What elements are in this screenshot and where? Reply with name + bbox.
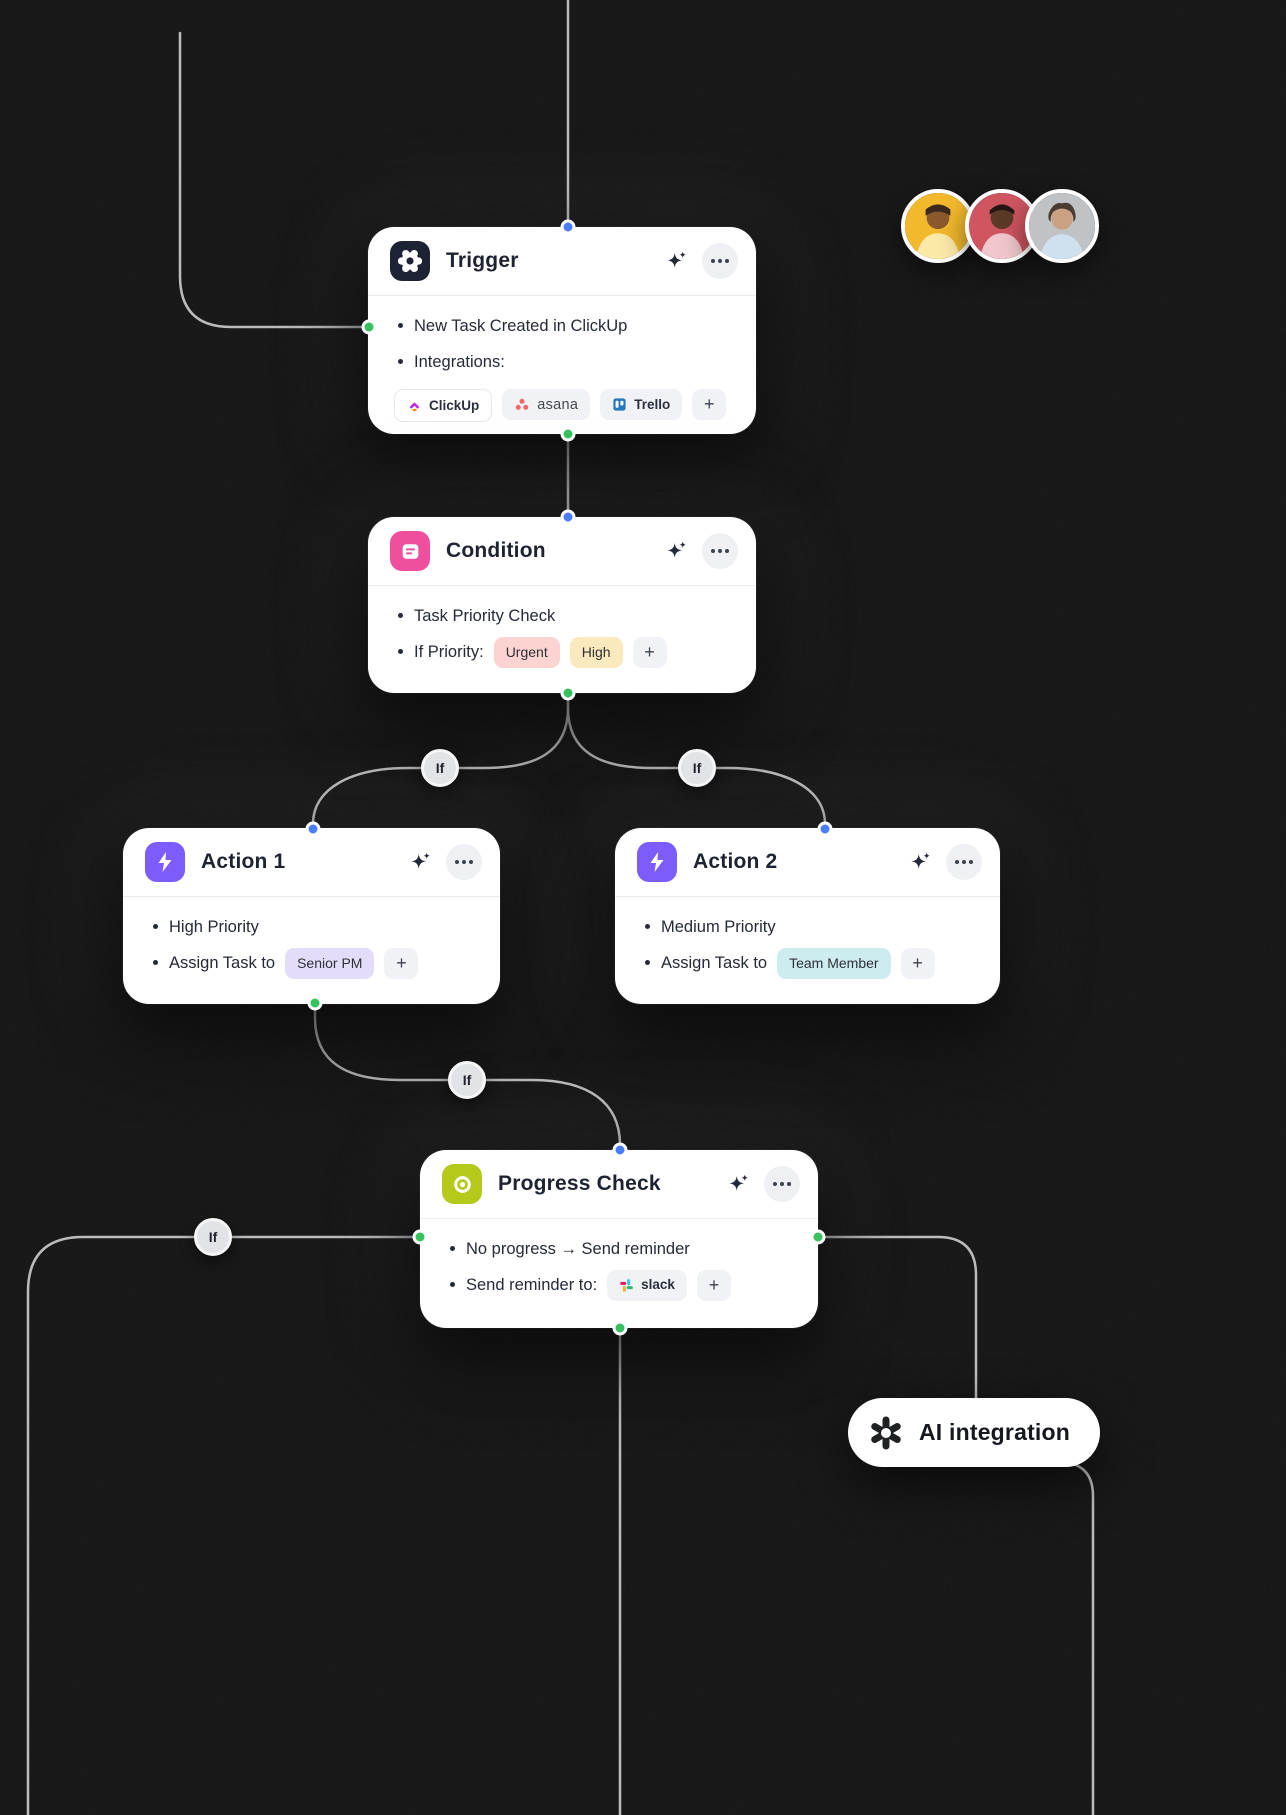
port-out-progress-bottom[interactable] bbox=[612, 1320, 628, 1336]
port-out-condition[interactable] bbox=[560, 685, 576, 701]
trigger-item: New Task Created in ClickUp bbox=[392, 308, 732, 344]
more-options-button[interactable] bbox=[446, 844, 482, 880]
add-assignee-button[interactable]: + bbox=[900, 947, 935, 979]
port-out-trigger-bottom[interactable] bbox=[560, 426, 576, 442]
trigger-item: Integrations: bbox=[392, 344, 732, 380]
port-out-action1[interactable] bbox=[307, 995, 323, 1011]
port-in-condition[interactable] bbox=[560, 509, 576, 525]
action1-body: High Priority Assign Task to Senior PM + bbox=[123, 897, 500, 999]
priority-chip-urgent[interactable]: Urgent bbox=[493, 636, 560, 668]
trigger-header-actions bbox=[658, 243, 738, 279]
port-in-action1[interactable] bbox=[305, 821, 321, 837]
assignee-chip-team-member[interactable]: Team Member bbox=[777, 947, 891, 979]
trello-chip[interactable]: Trello bbox=[600, 389, 683, 420]
more-options-button[interactable] bbox=[702, 533, 738, 569]
port-out-trigger-left[interactable] bbox=[361, 319, 377, 335]
ai-sparkle-button[interactable] bbox=[658, 533, 694, 569]
action1-node[interactable]: Action 1 High Priority Assign Task to Se… bbox=[123, 828, 500, 1004]
port-in-action2[interactable] bbox=[817, 821, 833, 837]
action1-item: Assign Task to Senior PM + bbox=[147, 945, 476, 981]
trello-logo bbox=[613, 398, 626, 411]
priority-chip-high[interactable]: High bbox=[569, 636, 623, 668]
progress-check-node[interactable]: Progress Check No progress → Send remind… bbox=[420, 1150, 818, 1328]
action1-title: Action 1 bbox=[201, 850, 286, 873]
action2-body: Medium Priority Assign Task to Team Memb… bbox=[615, 897, 1000, 999]
note-icon bbox=[390, 531, 430, 571]
slack-logo bbox=[620, 1278, 634, 1292]
assignee-chip-senior-pm[interactable]: Senior PM bbox=[285, 947, 375, 979]
add-assignee-button[interactable]: + bbox=[384, 947, 419, 979]
action2-item: Assign Task to Team Member + bbox=[639, 945, 976, 981]
action2-header-actions bbox=[902, 844, 982, 880]
condition-header: Condition bbox=[368, 517, 756, 586]
asana-logo bbox=[515, 398, 529, 410]
more-options-button[interactable] bbox=[946, 844, 982, 880]
ai-sparkle-button[interactable] bbox=[658, 243, 694, 279]
teammate-avatar-3[interactable] bbox=[1025, 189, 1099, 263]
condition-item-label: If Priority: bbox=[414, 643, 484, 661]
lightning-icon bbox=[637, 842, 677, 882]
if-branch-badge: If bbox=[678, 749, 716, 787]
action1-item: High Priority bbox=[147, 909, 476, 945]
gear-flower-icon bbox=[390, 241, 430, 281]
port-out-progress-right[interactable] bbox=[810, 1229, 826, 1245]
integration-chips: ClickUp asana Trello + bbox=[392, 389, 732, 422]
action2-title: Action 2 bbox=[693, 850, 778, 873]
clickup-logo bbox=[409, 402, 420, 412]
action2-header: Action 2 bbox=[615, 828, 1000, 897]
if-branch-badge: If bbox=[421, 749, 459, 787]
slack-chip[interactable]: slack bbox=[607, 1269, 687, 1301]
trello-chip-label: Trello bbox=[634, 397, 671, 412]
action1-item-label: Assign Task to bbox=[169, 954, 276, 972]
condition-header-actions bbox=[658, 533, 738, 569]
openai-logo bbox=[871, 1416, 901, 1449]
ai-sparkle-button[interactable] bbox=[402, 844, 438, 880]
progress-header: Progress Check bbox=[420, 1150, 818, 1219]
asana-chip-label: asana bbox=[537, 396, 579, 413]
ai-integration-label: AI integration bbox=[919, 1419, 1071, 1445]
add-reminder-channel-button[interactable]: + bbox=[696, 1269, 731, 1301]
more-options-button[interactable] bbox=[702, 243, 738, 279]
target-eye-icon bbox=[442, 1164, 482, 1204]
ai-integration-button[interactable]: AI integration bbox=[848, 1398, 1100, 1467]
trigger-header: Trigger bbox=[368, 227, 756, 296]
trigger-title: Trigger bbox=[446, 249, 519, 272]
clickup-chip[interactable]: ClickUp bbox=[394, 389, 493, 422]
progress-title: Progress Check bbox=[498, 1172, 661, 1195]
clickup-chip-label: ClickUp bbox=[429, 398, 480, 413]
asana-chip[interactable]: asana bbox=[502, 389, 591, 420]
if-branch-badge: If bbox=[194, 1218, 232, 1256]
lightning-icon bbox=[145, 842, 185, 882]
port-out-progress-left[interactable] bbox=[412, 1229, 428, 1245]
condition-body: Task Priority Check If Priority: Urgent … bbox=[368, 586, 756, 688]
action2-item: Medium Priority bbox=[639, 909, 976, 945]
teammate-avatar-1[interactable] bbox=[901, 189, 975, 263]
condition-item: Task Priority Check bbox=[392, 598, 732, 634]
ai-sparkle-button[interactable] bbox=[902, 844, 938, 880]
action2-node[interactable]: Action 2 Medium Priority Assign Task to … bbox=[615, 828, 1000, 1004]
progress-header-actions bbox=[720, 1166, 800, 1202]
port-in-trigger[interactable] bbox=[560, 219, 576, 235]
port-in-progress[interactable] bbox=[612, 1142, 628, 1158]
if-branch-badge: If bbox=[448, 1061, 486, 1099]
action2-item-label: Assign Task to bbox=[661, 954, 768, 972]
condition-item: If Priority: Urgent High + bbox=[392, 634, 732, 670]
trigger-node[interactable]: Trigger New Task Created in ClickUp Inte… bbox=[368, 227, 756, 434]
progress-item: No progress → Send reminder bbox=[444, 1231, 794, 1267]
add-priority-button[interactable]: + bbox=[632, 636, 667, 668]
progress-item: Send reminder to: slack + bbox=[444, 1267, 794, 1303]
more-options-button[interactable] bbox=[764, 1166, 800, 1202]
action1-header-actions bbox=[402, 844, 482, 880]
condition-title: Condition bbox=[446, 539, 546, 562]
action1-header: Action 1 bbox=[123, 828, 500, 897]
progress-body: No progress → Send reminder Send reminde… bbox=[420, 1219, 818, 1321]
condition-node[interactable]: Condition Task Priority Check If Priorit… bbox=[368, 517, 756, 693]
slack-chip-label: slack bbox=[641, 1277, 675, 1292]
trigger-body: New Task Created in ClickUp Integrations… bbox=[368, 296, 756, 440]
add-integration-button[interactable]: + bbox=[692, 389, 727, 420]
ai-sparkle-button[interactable] bbox=[720, 1166, 756, 1202]
progress-item-label: Send reminder to: bbox=[466, 1276, 598, 1294]
